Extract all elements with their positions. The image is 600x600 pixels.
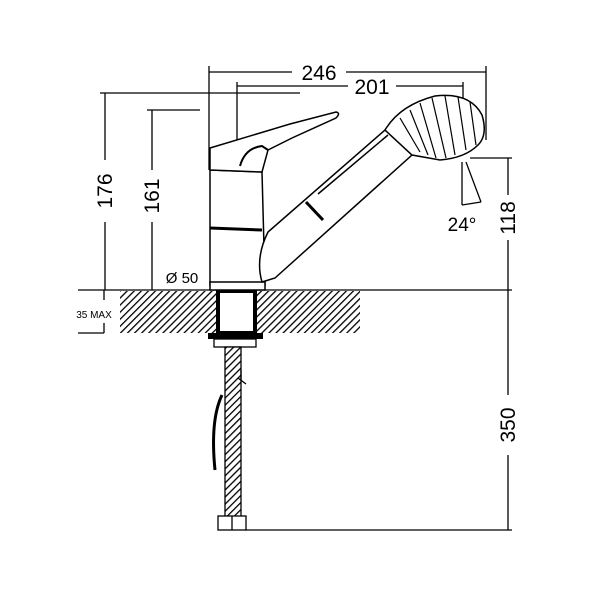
hole-diameter-label: Ø 50 (166, 270, 199, 287)
lever-handle (209, 111, 340, 173)
countertop (120, 289, 360, 348)
supply-hoses (212, 346, 247, 531)
dim-35-bracket (78, 290, 105, 334)
pull-out-spout (258, 128, 414, 283)
dim-118-line (470, 157, 512, 290)
dim-246-label: 246 (301, 62, 336, 85)
angle-24-label: 24° (448, 215, 477, 236)
dim-246-line (208, 66, 487, 170)
angle-24-lines (461, 161, 482, 206)
dim-118-label: 118 (497, 201, 520, 234)
dim-161-line (147, 109, 200, 290)
dim-176-label: 176 (94, 173, 117, 208)
spray-head (384, 94, 485, 161)
dim-350-line (245, 290, 512, 531)
dim-176-line (100, 92, 300, 290)
faucet-body (209, 169, 266, 291)
counter-thickness-label: 35 MAX (76, 310, 112, 321)
dim-201-label: 201 (354, 76, 389, 99)
dim-161-label: 161 (141, 178, 164, 213)
dim-350-label: 350 (497, 407, 520, 442)
